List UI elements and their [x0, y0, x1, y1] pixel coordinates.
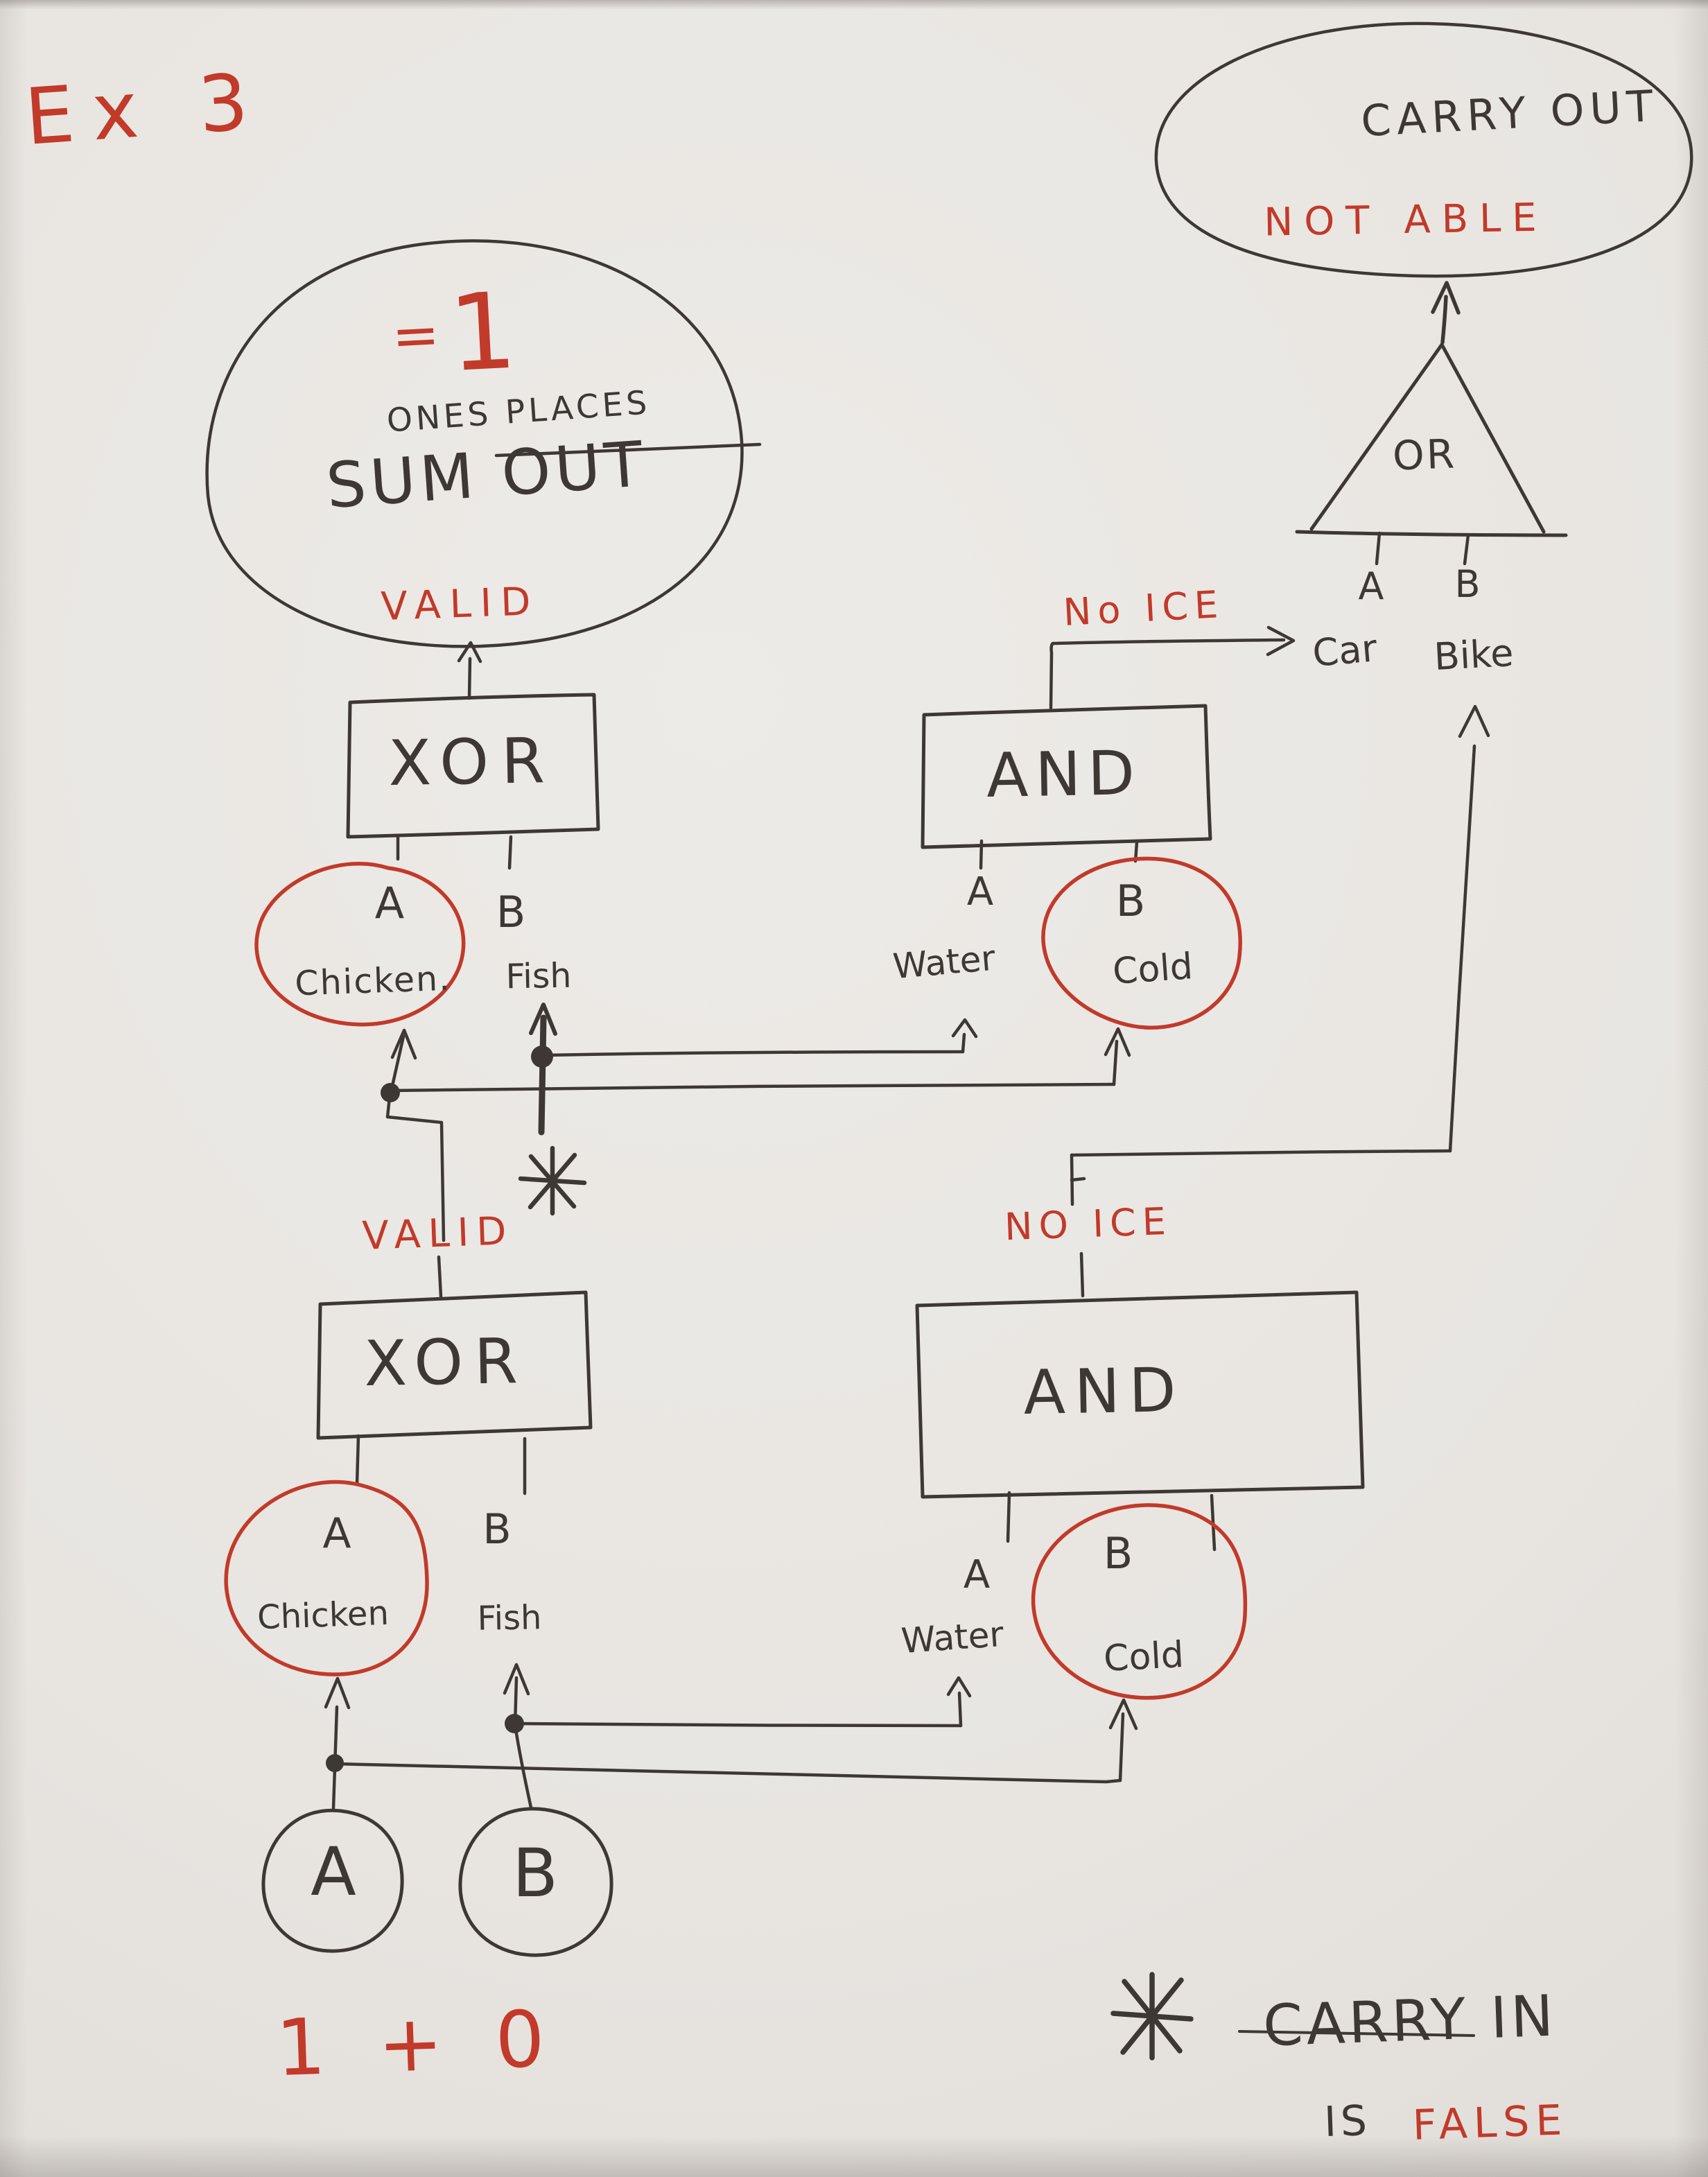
- places-underline: [494, 442, 762, 458]
- upper-and-input-b-value: Cold: [1111, 946, 1194, 993]
- lower-and-input-b-value: Cold: [1102, 1634, 1185, 1680]
- upper-and-input-a-tick: [979, 839, 984, 870]
- lower-and-input-a-label: A: [963, 1552, 991, 1597]
- footnote-is: IS: [1323, 2096, 1372, 2147]
- lower-and-output-wire: [1070, 704, 1490, 1298]
- upper-and-input-a-label: A: [966, 869, 994, 914]
- upper-and-input-b-label: B: [1115, 876, 1146, 926]
- lower-and-output-label: NO ICE: [1004, 1199, 1173, 1249]
- sum-out-bubble-outline: [205, 239, 762, 648]
- carry-in-strike-mark: [1238, 2030, 1475, 2037]
- footnote-false: FALSE: [1411, 2096, 1569, 2150]
- footnote-asterisk-icon: [1110, 1972, 1194, 2061]
- lower-cold-highlight-circle: [1031, 1503, 1248, 1700]
- upper-xor-input-b-tick: [507, 835, 513, 870]
- sum-equals-one: = 1: [389, 269, 520, 396]
- lower-and-input-a-tick: [1006, 1491, 1011, 1543]
- lower-xor-label: XOR: [363, 1324, 530, 1401]
- or-output-arrow: [1431, 281, 1461, 345]
- input-b-circle: [458, 1807, 613, 1957]
- or-input-b-label: B: [1454, 562, 1481, 606]
- lower-xor-input-a-label: A: [322, 1509, 351, 1558]
- upper-and-output-label: No ICE: [1062, 582, 1226, 635]
- lower-xor-input-b-label: B: [482, 1505, 512, 1554]
- upper-and-output-arrow: [1049, 625, 1296, 710]
- upper-chicken-highlight-circle: [254, 861, 466, 1027]
- lower-xor-output-label: VALID: [361, 1208, 515, 1259]
- carry-bubble-status: NOT ABLE: [1263, 195, 1549, 245]
- upper-cold-highlight-circle: [1041, 856, 1242, 1030]
- lower-and-label: AND: [1022, 1353, 1186, 1429]
- lower-chicken-highlight-circle: [224, 1480, 429, 1676]
- carry-in-wire: [529, 1003, 978, 1136]
- input-a-wire: [324, 1676, 1138, 1810]
- carry-in-asterisk-icon: [518, 1145, 587, 1216]
- input-b-wire: [503, 1663, 972, 1810]
- or-input-a-tick: [1375, 531, 1382, 566]
- lower-xor-input-a-tick: [355, 1434, 360, 1486]
- or-gate-shape: [1295, 342, 1568, 566]
- upper-xor-input-b-label: B: [496, 887, 526, 937]
- lower-xor-input-a-value: Chicken: [256, 1593, 390, 1638]
- upper-xor-input-a-value: Chicken.: [294, 958, 452, 1004]
- upper-xor-label: XOR: [387, 724, 558, 801]
- lower-and-input-b-label: B: [1103, 1528, 1133, 1579]
- lower-xor-shape: [316, 1255, 593, 1495]
- upper-xor-output-arrow: [457, 641, 482, 700]
- page-title: Ex 3: [21, 56, 270, 163]
- footnote-title: CARRY IN: [1262, 1983, 1558, 2060]
- upper-xor-input-a-label: A: [374, 878, 405, 928]
- lower-and-input-a-value: Water: [900, 1613, 1005, 1662]
- valid-branch-wires: [381, 1027, 1131, 1242]
- lower-xor-input-b-value: Fish: [477, 1598, 542, 1638]
- or-input-b-tick: [1463, 533, 1470, 566]
- upper-xor-input-b-value: Fish: [505, 955, 572, 997]
- upper-and-label: AND: [986, 737, 1142, 811]
- input-a-label: A: [311, 1833, 356, 1911]
- input-expression: 1 + 0: [274, 1993, 560, 2094]
- input-b-label: B: [512, 1835, 558, 1912]
- or-input-b-value: Bike: [1433, 631, 1515, 679]
- or-input-a-label: A: [1358, 564, 1384, 608]
- or-gate-label: OR: [1391, 430, 1458, 480]
- equals-sign: =: [390, 302, 442, 370]
- upper-xor-shape: [346, 693, 600, 870]
- equals-one-value: 1: [446, 269, 520, 396]
- input-a-circle: [261, 1808, 404, 1953]
- or-input-a-value: Car: [1310, 626, 1379, 675]
- lower-xor-output-stub: [437, 1255, 443, 1299]
- carry-out-bubble-outline: [1154, 21, 1693, 278]
- sum-bubble-status: VALID: [380, 579, 541, 630]
- upper-and-input-a-value: Water: [891, 937, 997, 987]
